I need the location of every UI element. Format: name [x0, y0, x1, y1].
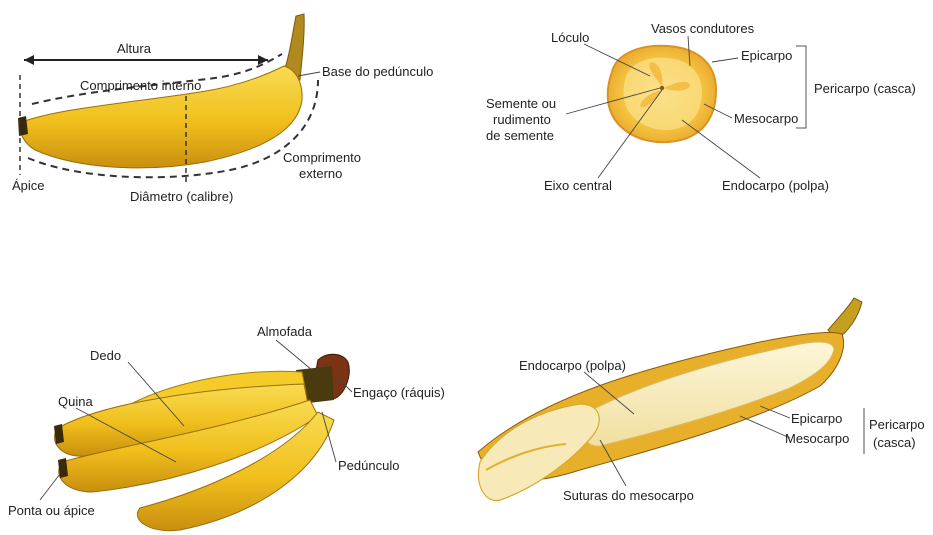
label-dedo: Dedo [90, 348, 121, 363]
label-eixo-central: Eixo central [544, 178, 612, 193]
label-semente-3: de semente [486, 128, 554, 143]
leader-epicarpo [712, 58, 738, 62]
label-apice: Ápice [12, 178, 45, 193]
height-arrow-left-head [24, 55, 34, 65]
label-mesocarpo: Mesocarpo [734, 111, 798, 126]
label-semente-1: Semente ou [486, 96, 556, 111]
label-endocarpo: Endocarpo (polpa) [722, 178, 829, 193]
label-altura: Altura [117, 41, 152, 56]
label-comprimento-externo-1: Comprimento [283, 150, 361, 165]
label-diametro: Diâmetro (calibre) [130, 189, 233, 204]
panel-peeled-banana: Endocarpo (polpa) Epicarpo Mesocarpo Per… [478, 298, 925, 503]
label-epicarpo-peeled: Epicarpo [791, 411, 842, 426]
panel-cross-section: Lóculo Vasos condutores Epicarpo Pericar… [486, 21, 916, 193]
label-pericarpo-peeled-2: (casca) [873, 435, 916, 450]
label-pericarpo-peeled-1: Pericarpo [869, 417, 925, 432]
leader-endocarpo [682, 120, 760, 178]
label-ponta-ou-apice: Ponta ou ápice [8, 503, 95, 518]
leader-base-do-pedunculo [298, 72, 320, 76]
label-almofada: Almofada [257, 324, 313, 339]
label-loculo: Lóculo [551, 30, 589, 45]
central-axis-dot [660, 86, 664, 90]
label-base-do-pedunculo: Base do pedúnculo [322, 64, 433, 79]
label-endocarpo-peeled: Endocarpo (polpa) [519, 358, 626, 373]
label-pedunculo: Pedúnculo [338, 458, 399, 473]
label-quina: Quina [58, 394, 93, 409]
panel-bunch: Almofada Dedo Engaço (ráquis) Quina Pedú… [8, 324, 445, 531]
label-mesocarpo-peeled: Mesocarpo [785, 431, 849, 446]
label-epicarpo: Epicarpo [741, 48, 792, 63]
label-engaco: Engaço (ráquis) [353, 385, 445, 400]
panel-whole-banana: Altura Comprimento interno Base do pedún… [12, 14, 433, 204]
leader-ponta [40, 474, 60, 500]
leader-almofada [276, 340, 312, 370]
label-semente-2: rudimento [493, 112, 551, 127]
label-pericarpo: Pericarpo (casca) [814, 81, 916, 96]
label-suturas: Suturas do mesocarpo [563, 488, 694, 503]
height-arrow-right-head [258, 55, 268, 65]
label-vasos-condutores: Vasos condutores [651, 21, 755, 36]
label-comprimento-externo-2: externo [299, 166, 342, 181]
leader-mesocarpo-peeled [740, 416, 790, 438]
label-comprimento-interno: Comprimento interno [80, 78, 201, 93]
